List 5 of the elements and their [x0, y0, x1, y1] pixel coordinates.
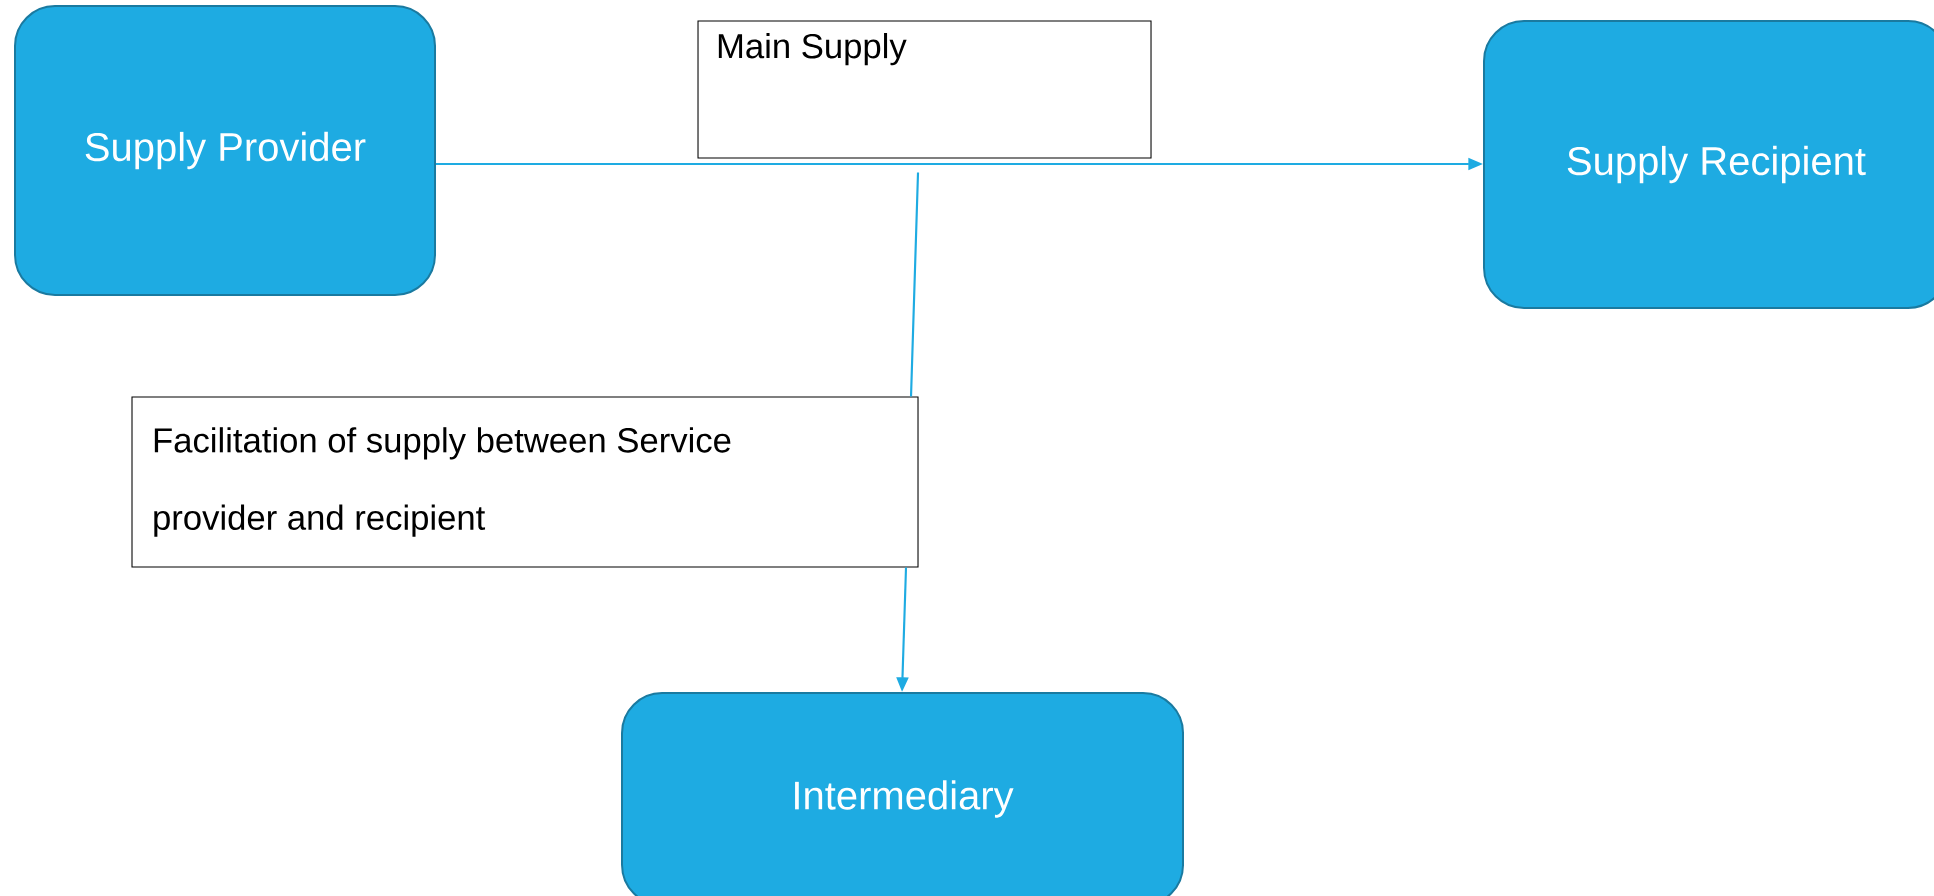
text-box: Facilitation of supply between Service provider and recipient	[131, 396, 919, 568]
process-box: Intermediary	[621, 692, 1184, 896]
process-box: Supply Recipient	[1483, 20, 1934, 309]
text-box: Main Supply	[697, 20, 1152, 159]
process-box: Supply Provider	[14, 5, 436, 296]
